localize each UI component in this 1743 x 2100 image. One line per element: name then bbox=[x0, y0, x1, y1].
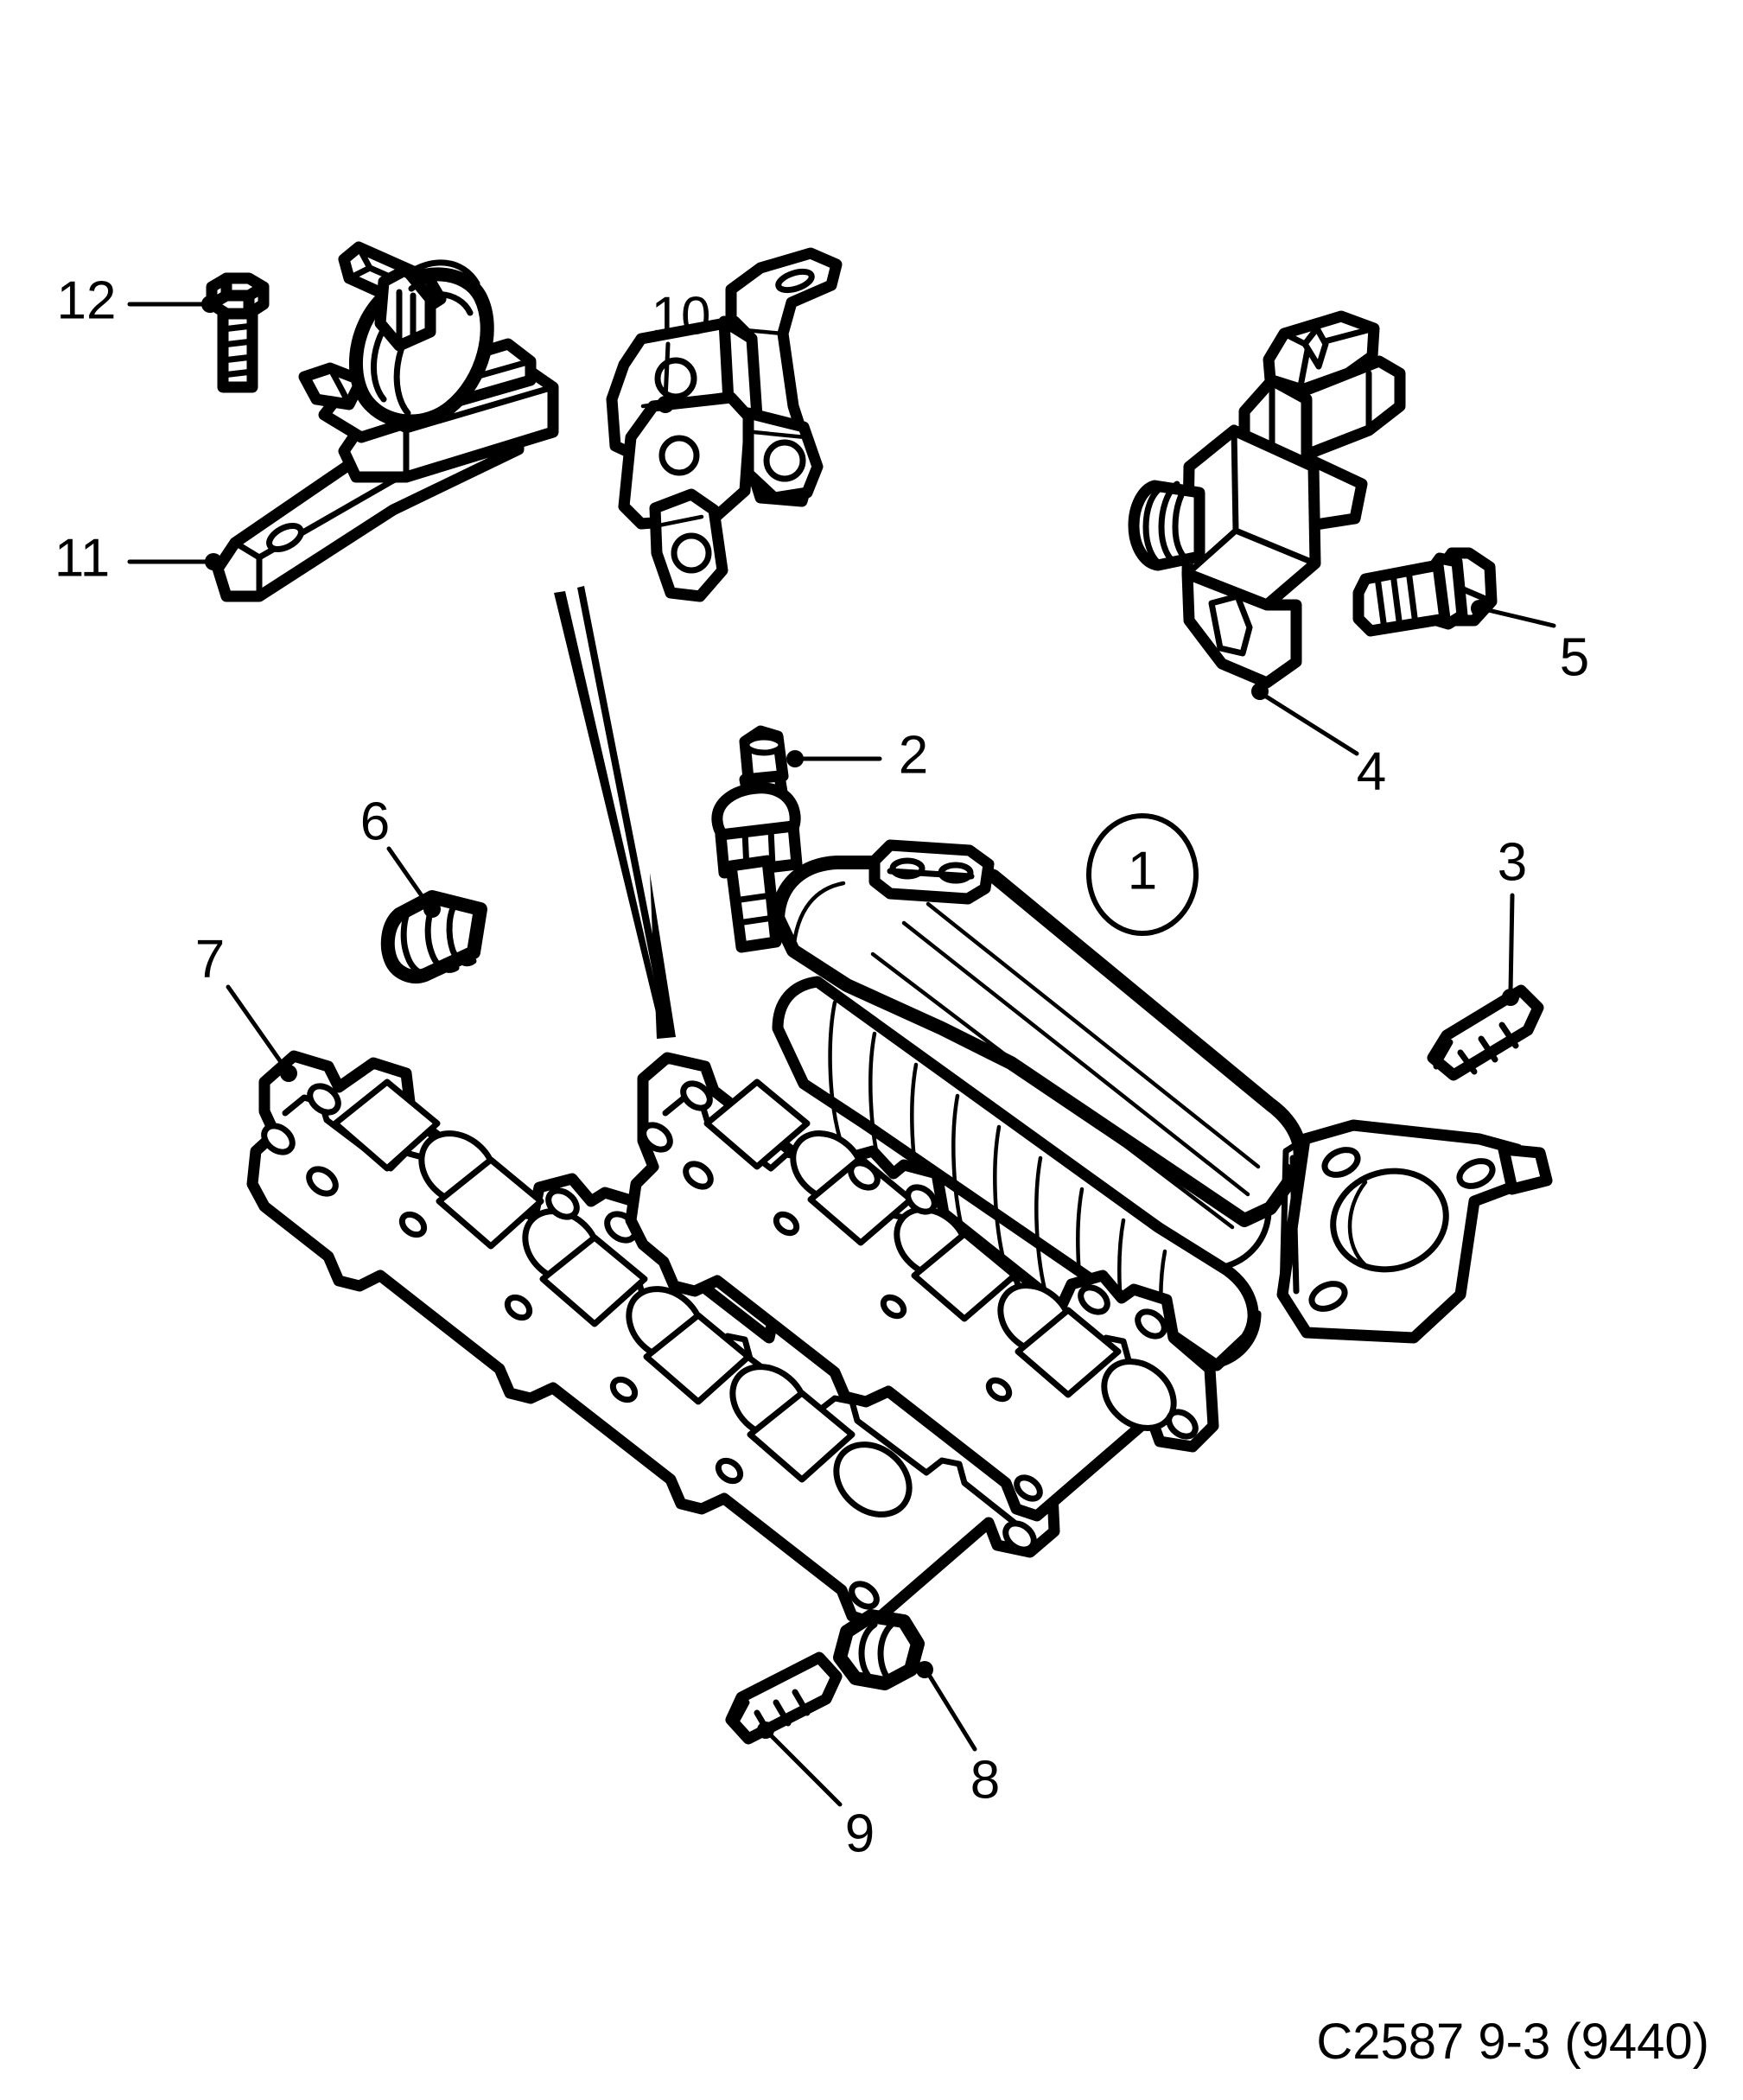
part-2-vacuum-nipple bbox=[711, 725, 882, 953]
part-5-flange-bolt bbox=[1352, 547, 1556, 637]
part-6-plug-cap bbox=[380, 846, 487, 983]
part-11-support-bracket bbox=[127, 241, 559, 602]
part-3-stud bbox=[1427, 893, 1544, 1081]
callout-label-11: 11 bbox=[54, 528, 110, 588]
part-12-hex-head-bolt bbox=[206, 272, 270, 393]
callout-circle-1 bbox=[1086, 813, 1199, 936]
part-7-intake-manifold-gasket bbox=[226, 984, 1060, 1629]
part-8-hex-nut bbox=[833, 1609, 977, 1752]
callout-label-9: 9 bbox=[845, 1804, 875, 1863]
callout-label-5: 5 bbox=[1560, 627, 1589, 687]
part-10-mounting-bracket bbox=[606, 247, 843, 602]
part-4-pressure-sensor bbox=[1128, 310, 1406, 756]
assembly-direction-arrow bbox=[554, 586, 676, 1039]
callout-label-2: 2 bbox=[899, 725, 928, 785]
callout-label-6: 6 bbox=[360, 792, 390, 851]
callout-labels: 1 2 3 4 5 6 7 8 9 10 11 12 bbox=[54, 270, 1589, 1863]
diagram-caption: C2587 9-3 (9440) bbox=[1316, 2014, 1709, 2070]
callout-label-1: 1 bbox=[1128, 841, 1157, 900]
callout-label-12: 12 bbox=[57, 270, 117, 330]
callout-label-3: 3 bbox=[1498, 832, 1527, 892]
callout-label-7: 7 bbox=[195, 929, 225, 989]
callout-label-10: 10 bbox=[652, 286, 711, 346]
callout-label-4: 4 bbox=[1357, 741, 1386, 801]
callout-label-8: 8 bbox=[970, 1750, 1000, 1810]
part-9-stud bbox=[725, 1651, 843, 1807]
part-1-intake-manifold bbox=[625, 813, 1553, 1522]
